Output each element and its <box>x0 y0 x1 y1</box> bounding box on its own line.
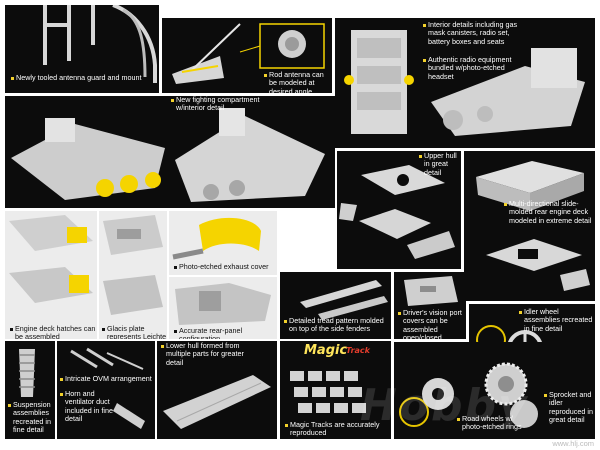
bullet-icon <box>174 266 177 269</box>
bullet-icon <box>11 77 14 80</box>
panel-rear-deck: Multi-directional slide-molded rear engi… <box>464 151 595 301</box>
panel-engine-hatches: Engine deck hatches can be assembled ope… <box>5 211 97 339</box>
panel-rear-panel: Accurate rear-panel configuration <box>169 277 277 339</box>
caption-rear-panel: Accurate rear-panel configuration <box>179 326 243 339</box>
rear-panel-illustration <box>175 283 271 325</box>
engine-hatches-illustration <box>9 215 93 303</box>
bullet-icon <box>161 345 164 348</box>
bullet-icon <box>519 311 522 314</box>
magic-track-logo-sub: Track <box>346 346 370 355</box>
panel-suspension: Suspension assemblies recreated in fine … <box>5 341 55 439</box>
panel-fighting-compartment: New fighting compartment w/interior deta… <box>5 96 335 208</box>
bullet-icon <box>8 404 11 407</box>
bullet-icon <box>544 394 547 397</box>
upper-hull-illustration <box>339 165 455 259</box>
exhaust-illustration <box>172 217 261 260</box>
lower-hull-illustration <box>163 375 271 429</box>
caption-sprocket: Sprocket and idler reproduced in great d… <box>549 390 593 424</box>
ovm-illustration <box>70 347 145 429</box>
magic-tracks-illustration <box>290 371 366 413</box>
interior-illustration <box>344 30 585 136</box>
caption-rear-deck: Multi-directional slide-molded rear engi… <box>509 199 592 225</box>
bullet-icon <box>264 74 267 77</box>
caption-rod-antenna: Rod antenna can be modeled at desired an… <box>269 70 324 93</box>
caption-antenna-guard: Newly tooled antenna guard and mount <box>16 73 142 82</box>
suspension-illustration <box>19 349 35 397</box>
panel-antenna-guard: Newly tooled antenna guard and mount <box>5 5 159 93</box>
bullet-icon <box>285 424 288 427</box>
panel-tread: Detailed tread pattern molded on top of … <box>280 272 391 339</box>
panel-rod-antenna: Rod antenna can be modeled at desired an… <box>162 18 332 93</box>
caption-horn: Horn and ventilator duct included in fin… <box>65 389 113 423</box>
rod-antenna-illustration <box>172 23 325 84</box>
caption-idler: Idler wheel assemblies recreated in fine… <box>524 307 593 333</box>
bullet-icon <box>423 24 426 27</box>
rear-deck-illustration <box>476 161 590 291</box>
watermark: Hobby <box>360 380 529 431</box>
caption-magic-tracks: Magic Tracks are accurately reproduced <box>290 420 380 438</box>
caption-upper-hull: Upper hull in great detail <box>424 151 457 177</box>
caption-glacis: Glacis plate represents Leichte (Funk) P… <box>107 324 167 339</box>
caption-radio: Authentic radio equipment bundled w/phot… <box>428 55 512 81</box>
panel-interior: Interior details including gas mask cani… <box>335 18 595 148</box>
site-url: www.hlj.com <box>552 439 594 448</box>
antenna-guard-illustration <box>43 5 157 83</box>
bullet-icon <box>419 155 422 158</box>
bullet-icon <box>60 378 63 381</box>
bullet-icon <box>504 203 507 206</box>
caption-interior: Interior details including gas mask cani… <box>428 20 518 46</box>
panel-exhaust: Photo-etched exhaust cover <box>169 211 277 275</box>
panel-magic-tracks: Magic Track Magic Tracks are accurately … <box>280 341 391 439</box>
panel-lower-hull: Lower hull formed from multiple parts fo… <box>157 341 277 439</box>
tread-illustration <box>300 280 388 320</box>
panel-ovm: Intricate OVM arrangement Horn and venti… <box>57 341 155 439</box>
panel-upper-hull: Upper hull in great detail <box>337 151 461 269</box>
bullet-icon <box>423 59 426 62</box>
vision-port-illustration <box>404 276 458 306</box>
glacis-illustration <box>103 215 163 315</box>
panel-glacis: Glacis plate represents Leichte (Funk) P… <box>99 211 167 339</box>
magic-track-logo: Magic <box>304 343 348 358</box>
caption-suspension: Suspension assemblies recreated in fine … <box>13 400 51 434</box>
panel-road-wheels: Road wheels w/ photo-etched rings Sprock… <box>394 342 595 439</box>
caption-lower-hull: Lower hull formed from multiple parts fo… <box>166 341 244 367</box>
caption-engine-hatches: Engine deck hatches can be assembled ope… <box>15 324 96 339</box>
caption-vision-port: Driver's vision port covers can be assem… <box>403 308 462 339</box>
caption-ovm: Intricate OVM arrangement <box>65 374 152 383</box>
bullet-icon <box>171 99 174 102</box>
road-wheels-illustration <box>399 362 538 428</box>
panel-vision-port: Driver's vision port covers can be assem… <box>394 272 466 339</box>
bullet-icon <box>10 328 13 331</box>
bullet-icon <box>60 393 63 396</box>
bullet-icon <box>284 320 287 323</box>
bullet-icon <box>398 312 401 315</box>
caption-tread: Detailed tread pattern molded on top of … <box>289 316 384 334</box>
fighting-compartment-illustration <box>11 108 325 202</box>
bullet-icon <box>102 328 105 331</box>
caption-exhaust: Photo-etched exhaust cover <box>179 262 269 271</box>
bullet-icon <box>174 330 177 333</box>
bullet-icon <box>457 418 460 421</box>
caption-fighting-compartment: New fighting compartment w/interior deta… <box>176 96 260 113</box>
caption-road-wheels: Road wheels w/ photo-etched rings <box>462 414 522 432</box>
